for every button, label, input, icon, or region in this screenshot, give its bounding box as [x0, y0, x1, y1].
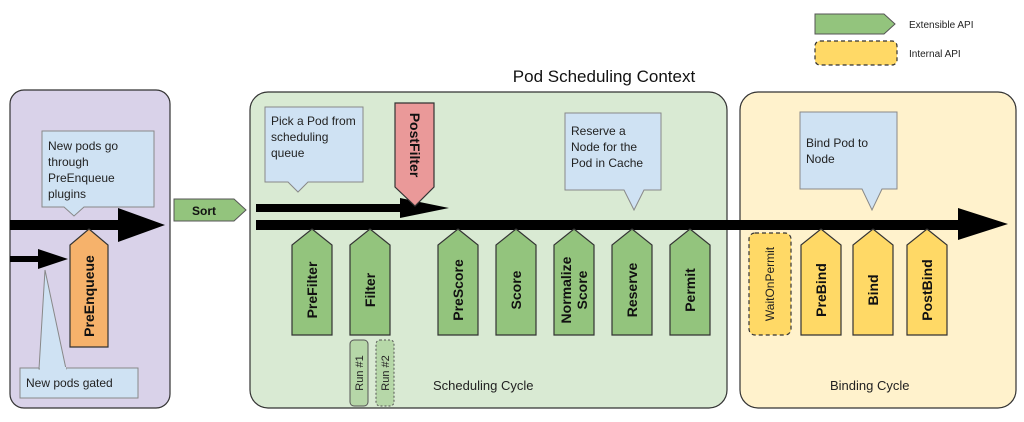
preenqueue-callout-text-line: through — [48, 155, 89, 169]
plugin-preenqueue-label-line: PreEnqueue — [81, 255, 97, 337]
bind-callout-text-line: Node — [806, 152, 835, 166]
internal-waitonpermit-text: WaitOnPermit — [763, 246, 777, 321]
plugin-normalize-score — [553, 228, 595, 336]
reserve-callout-text-line: Reserve a — [571, 124, 626, 138]
plugin-filter-label: Filter — [362, 272, 378, 307]
plugin-filter-label-line: Filter — [362, 272, 378, 307]
plugin-postbind-label: PostBind — [919, 259, 935, 320]
plugin-reserve-label: Reserve — [624, 263, 640, 318]
plugin-prescore-label: PreScore — [450, 259, 466, 321]
plugin-postbind — [906, 228, 948, 336]
plugin-bind — [852, 228, 894, 336]
retry-arrow-shaft — [256, 204, 416, 212]
filter-run-2-label: Run #2 — [380, 355, 392, 390]
plugin-postfilter — [394, 102, 435, 207]
scheduling-cycle-label: Scheduling Cycle — [433, 378, 533, 393]
filter-run-1 — [349, 339, 369, 407]
plugin-score-label-line: Score — [508, 270, 524, 309]
gated-callout — [19, 367, 139, 399]
plugin-filter — [349, 228, 391, 336]
gated-arrow-shaft — [10, 256, 40, 262]
legend-extensible-label: Extensible API — [909, 20, 973, 31]
plugin-prefilter-label-line: PreFilter — [304, 261, 320, 318]
pick-pod-callout-text-line: queue — [271, 146, 305, 160]
bind-callout-text-line: Bind Pod to — [806, 136, 868, 150]
plugin-sort — [173, 198, 247, 222]
plugin-prescore-label-line: PreScore — [450, 259, 466, 321]
preenqueue-callout-text-line: PreEnqueue — [48, 171, 115, 185]
plugin-sort-label: Sort — [192, 204, 216, 218]
reserve-callout-text-line: Node for the — [571, 140, 637, 154]
filter-run-1-label: Run #1 — [354, 355, 366, 390]
main-flow-arrow-shaft — [10, 220, 120, 230]
pick-pod-callout-text-line: Pick a Pod from — [271, 114, 356, 128]
plugin-prebind-label: PreBind — [813, 263, 829, 317]
plugin-bind-label-line: Bind — [865, 274, 881, 305]
plugin-postbind-label-line: PostBind — [919, 259, 935, 320]
plugin-reserve-label-line: Reserve — [624, 263, 640, 318]
plugin-prescore — [437, 228, 479, 336]
plugin-normalize-score-label-line: Normalize — [558, 256, 574, 323]
legend-internal-swatch — [814, 40, 898, 66]
plugin-reserve — [611, 228, 653, 336]
reserve-callout-text-line: Pod in Cache — [571, 156, 643, 170]
plugin-permit-label: Permit — [682, 268, 698, 312]
main-flow-arrowhead — [118, 208, 165, 242]
plugin-score-label: Score — [508, 270, 524, 309]
plugin-bind-label: Bind — [865, 274, 881, 305]
preenqueue-callout — [41, 130, 155, 217]
plugin-preenqueue-label: PreEnqueue — [81, 255, 97, 337]
plugin-preenqueue — [69, 228, 109, 348]
cycle-flow-arrow-shaft — [256, 220, 986, 230]
plugin-permit — [669, 228, 711, 336]
legend-internal-label: Internal API — [909, 49, 961, 60]
bind-callout-text: Bind Pod to Node — [806, 136, 868, 166]
plugin-prebind-label-line: PreBind — [813, 263, 829, 317]
binding-cycle-label: Binding Cycle — [830, 378, 910, 393]
filter-run-2 — [375, 339, 395, 407]
diagram-title: Pod Scheduling Context — [513, 67, 696, 86]
gated-arrowhead — [38, 249, 68, 269]
pick-pod-callout — [264, 106, 364, 193]
filter-run-1-text: Run #1 — [354, 355, 366, 390]
plugin-postfilter-text: PostFilter — [407, 113, 423, 178]
internal-waitonpermit-label: WaitOnPermit — [763, 246, 777, 321]
plugin-prefilter — [291, 228, 333, 336]
gated-callout-join — [40, 367, 66, 370]
plugin-prebind — [800, 228, 842, 336]
pick-pod-callout-text: Pick a Pod from scheduling queue — [271, 114, 356, 160]
plugin-permit-label-line: Permit — [682, 268, 698, 312]
plugin-postfilter-label: PostFilter — [407, 113, 423, 178]
reserve-callout — [564, 112, 662, 212]
plugin-prefilter-label: PreFilter — [304, 261, 320, 318]
cycle-flow-arrowhead — [958, 208, 1008, 240]
preenqueue-callout-text-line: New pods go — [48, 139, 118, 153]
preenqueue-callout-text-line: plugins — [48, 187, 86, 201]
plugin-score — [495, 228, 537, 336]
legend-extensible-swatch — [814, 13, 896, 35]
filter-run-2-text: Run #2 — [380, 355, 392, 390]
internal-waitonpermit — [748, 232, 792, 336]
plugin-normalize-score-label-line: Score — [574, 270, 590, 309]
bind-callout — [799, 111, 898, 212]
pick-pod-callout-text-line: scheduling — [271, 130, 328, 144]
gated-callout-text: New pods gated — [26, 376, 113, 390]
